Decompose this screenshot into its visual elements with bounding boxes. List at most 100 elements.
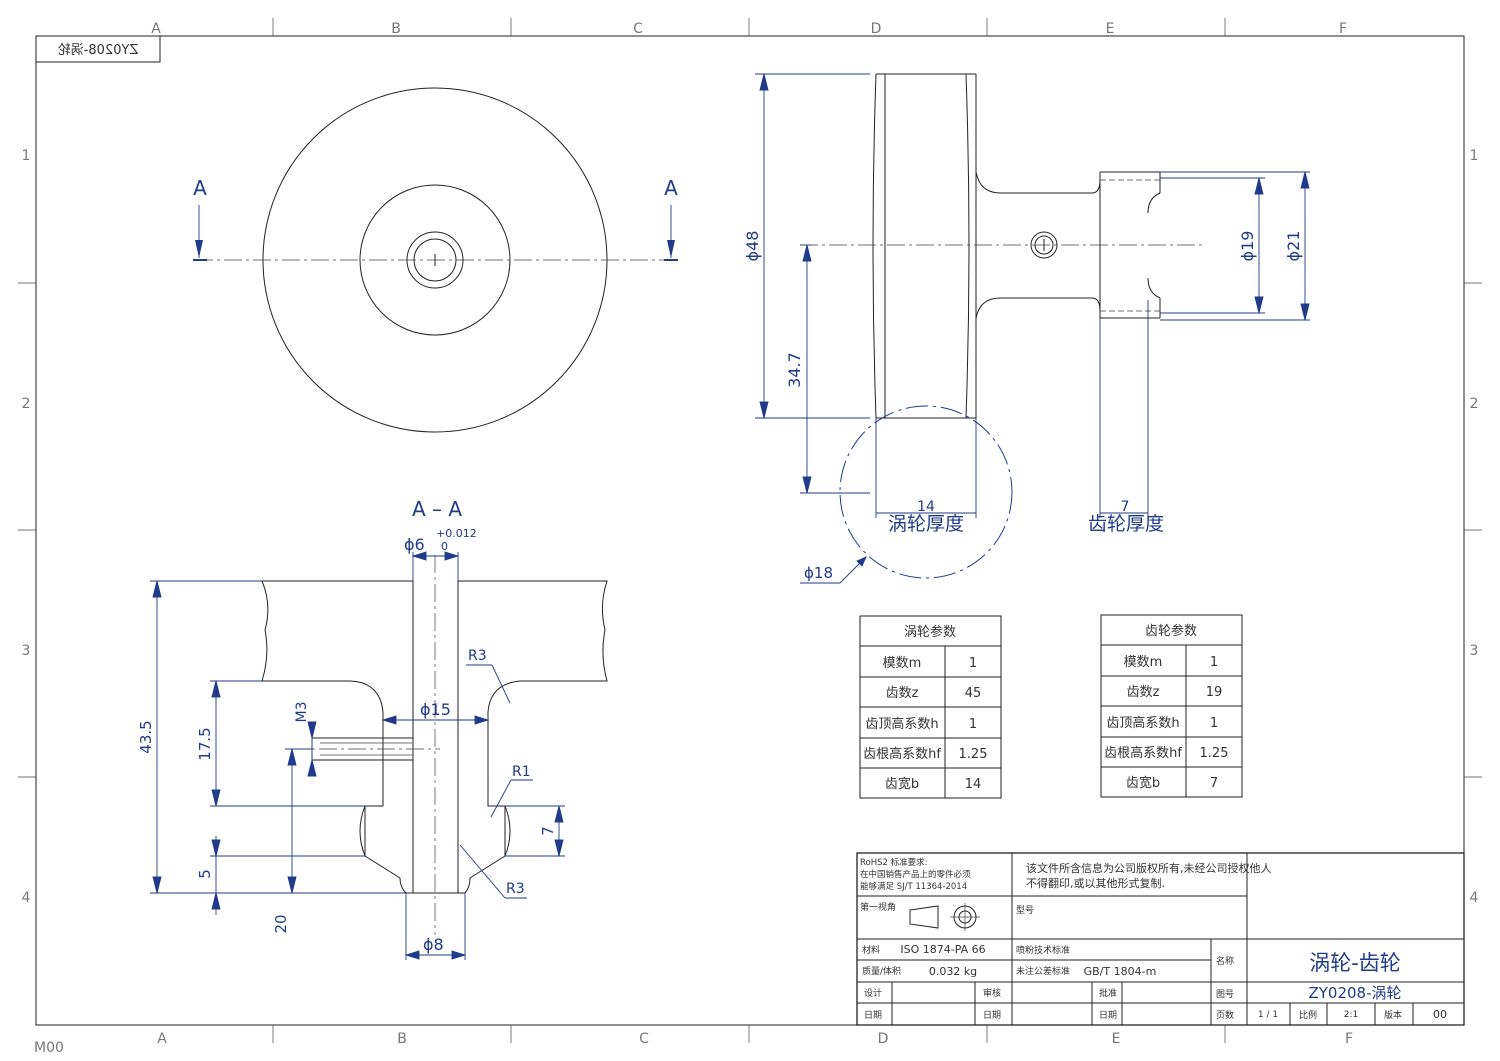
section-marker-left: A xyxy=(193,176,207,200)
section-dimensions xyxy=(150,551,565,960)
mirrored-tag-box xyxy=(35,35,161,63)
gear-param-value: 1 xyxy=(1210,655,1218,670)
date-label-review: 日期 xyxy=(983,1010,1001,1021)
worm-param-label: 齿宽b xyxy=(885,776,919,792)
dim-phi15: ϕ15 xyxy=(420,700,451,719)
gear-param-value: 1 xyxy=(1210,716,1218,731)
section-marker-right: A xyxy=(664,176,678,200)
tol-lower: 0 xyxy=(441,540,448,553)
dim-7-top: 7 xyxy=(1121,499,1130,515)
first-angle-projection-icon xyxy=(909,903,980,931)
section-arrow-left xyxy=(193,205,207,261)
gear-param-label: 模数m xyxy=(1124,655,1163,670)
approve-label: 批准 xyxy=(1099,987,1117,999)
dim-m3: M3 xyxy=(294,702,310,723)
material-value: ISO 1874-PA 66 xyxy=(900,943,985,956)
dim-43-5: 43.5 xyxy=(137,720,155,753)
section-arrow-right xyxy=(664,205,678,261)
worm-param-label: 模数m xyxy=(883,656,922,671)
dim-17-5: 17.5 xyxy=(196,727,214,760)
gear-params-title: 齿轮参数 xyxy=(1145,623,1197,639)
zone-col-d-bottom: D xyxy=(878,1031,889,1047)
zone-col-e-top: E xyxy=(1106,21,1115,37)
copyright-line-2: 不得翻印,或以其他形式复制. xyxy=(1026,876,1165,890)
review-label: 审核 xyxy=(983,987,1001,999)
scale-value: 2:1 xyxy=(1344,1010,1358,1020)
zone-row-3-left: 3 xyxy=(22,643,31,659)
dim-14: 14 xyxy=(917,499,935,515)
drawing-no-label: 图号 xyxy=(1216,989,1234,1000)
name-label: 名称 xyxy=(1216,955,1234,967)
dim-r3-bottom: R3 xyxy=(506,881,525,897)
copyright-line-1: 该文件所含信息为公司版权所有,未经公司授权他人 xyxy=(1026,861,1272,875)
worm-param-label: 齿根高系数hf xyxy=(863,746,941,762)
worm-params-table xyxy=(859,615,1002,799)
rohs-line-3: 能够满足 SJ/T 11364-2014 xyxy=(860,881,967,892)
design-label: 设计 xyxy=(864,987,882,999)
model-label: 型号 xyxy=(1016,905,1034,916)
tol-upper: +0.012 xyxy=(436,527,477,540)
zone-ticks xyxy=(18,18,1482,1043)
zone-col-c-bottom: C xyxy=(639,1031,649,1047)
tolerance-label: 未注公差标准 xyxy=(1016,965,1070,977)
dim-20: 20 xyxy=(272,914,290,933)
gear-param-value: 19 xyxy=(1206,685,1223,700)
zone-col-d-top: D xyxy=(871,21,882,37)
worm-param-label: 齿顶高系数h xyxy=(865,716,938,732)
zone-row-2-right: 2 xyxy=(1470,396,1479,412)
dim-5: 5 xyxy=(196,869,214,879)
zone-col-b-top: B xyxy=(391,21,401,37)
zone-col-a-top: A xyxy=(151,21,161,37)
page-value: 1 / 1 xyxy=(1258,1010,1278,1020)
side-view xyxy=(800,73,1202,579)
zone-col-f-bottom: F xyxy=(1345,1031,1353,1047)
gear-param-label: 齿根高系数hf xyxy=(1104,745,1182,761)
zone-col-f-top: F xyxy=(1339,21,1347,37)
dim-phi19: ϕ19 xyxy=(1238,231,1257,262)
dim-phi48: ϕ48 xyxy=(743,231,762,262)
gear-param-label: 齿宽b xyxy=(1126,775,1160,791)
worm-param-label: 齿数z xyxy=(886,686,919,701)
worm-thickness-label: 涡轮厚度 xyxy=(888,513,964,535)
worm-param-value: 1 xyxy=(969,717,977,732)
date-label-design: 日期 xyxy=(864,1010,882,1021)
date-label-approve: 日期 xyxy=(1099,1010,1117,1021)
gear-param-value: 1.25 xyxy=(1200,746,1229,761)
worm-param-value: 45 xyxy=(965,686,982,701)
worm-param-value: 1.25 xyxy=(959,747,988,762)
gear-params-table xyxy=(1100,614,1243,798)
mass-label: 质量/体积 xyxy=(862,965,901,977)
gear-param-value: 7 xyxy=(1210,776,1218,791)
gear-thickness-label: 齿轮厚度 xyxy=(1088,513,1164,535)
zone-row-1-right: 1 xyxy=(1470,148,1479,164)
zone-col-b-bottom: B xyxy=(397,1031,407,1047)
corner-code: M00 xyxy=(34,1040,64,1056)
title-block xyxy=(856,852,1465,1026)
zone-row-2-left: 2 xyxy=(22,396,31,412)
part-name: 涡轮-齿轮 xyxy=(1309,951,1401,975)
zone-col-c-top: C xyxy=(633,21,643,37)
page-label: 页数 xyxy=(1216,1009,1234,1021)
mirrored-drawing-tag: ZY0208-涡轮 xyxy=(58,43,139,58)
rohs-line-1: RoHS2 标准要求: xyxy=(860,857,928,868)
dim-7-section: 7 xyxy=(539,826,557,836)
zone-row-4-left: 4 xyxy=(22,890,31,906)
drawing-border xyxy=(35,35,1465,1026)
material-label: 材料 xyxy=(862,944,880,956)
zone-row-1-left: 1 xyxy=(22,148,31,164)
rohs-line-2: 在中国销售产品上的零件必须 xyxy=(860,869,971,880)
mass-value: 0.032 kg xyxy=(929,965,977,978)
worm-param-value: 1 xyxy=(969,656,977,671)
front-view xyxy=(195,87,678,433)
projection-label: 第一视角 xyxy=(860,901,896,913)
dim-phi21: ϕ21 xyxy=(1284,231,1303,262)
drawing-no-value: ZY0208-涡轮 xyxy=(1308,984,1401,1002)
zone-col-e-bottom: E xyxy=(1112,1031,1121,1047)
section-view xyxy=(261,555,608,935)
dim-phi8: ϕ8 xyxy=(423,935,444,954)
scale-label: 比例 xyxy=(1299,1009,1317,1021)
version-label: 版本 xyxy=(1384,1009,1402,1021)
gear-param-label: 齿数z xyxy=(1127,685,1160,700)
zone-row-4-right: 4 xyxy=(1470,890,1479,906)
